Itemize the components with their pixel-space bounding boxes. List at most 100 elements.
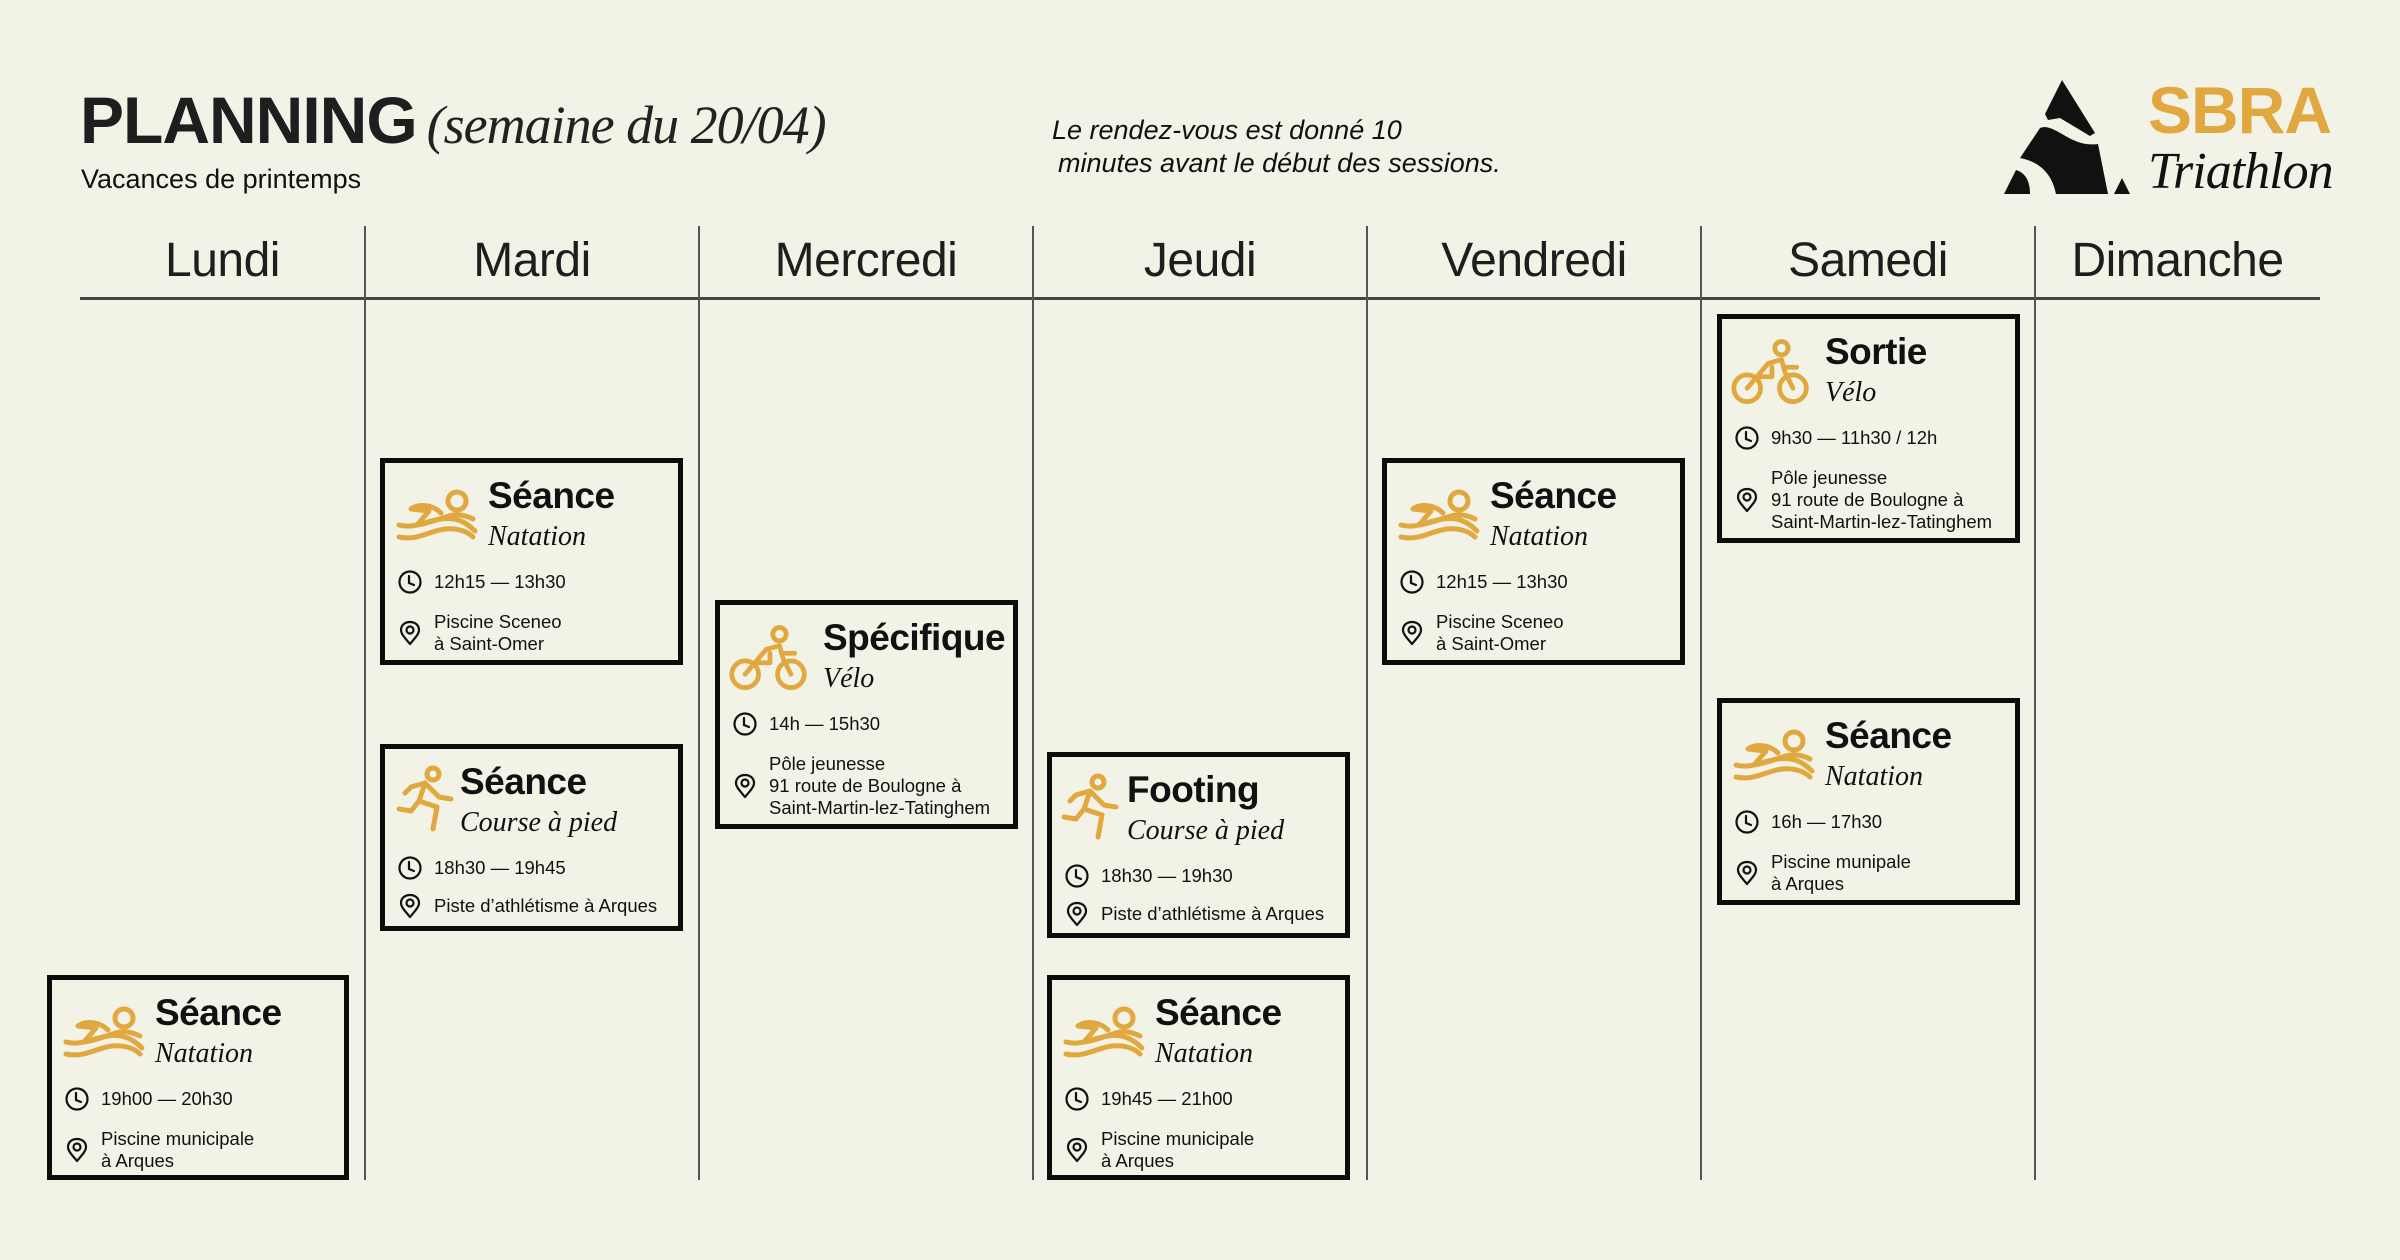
- session-time: 19h45 — 21h00: [1101, 1088, 1233, 1109]
- title-main: PLANNING: [80, 83, 418, 157]
- clock-icon: [1399, 569, 1425, 595]
- session-time: 18h30 — 19h30: [1101, 865, 1233, 886]
- location-pin-icon: [1399, 620, 1425, 646]
- location-pin-icon: [397, 620, 423, 646]
- day-header-samedi: Samedi: [1788, 233, 1948, 287]
- session-location-row: Piste d’athlétisme à Arques: [1064, 901, 1324, 927]
- session-card-mercredi-velo[interactable]: Spécifique Vélo 14h — 15h30 Pôle jeuness…: [715, 600, 1018, 829]
- clock-icon: [1734, 425, 1760, 451]
- session-location-row: Piscine Sceneo à Saint-Omer: [397, 611, 562, 655]
- session-time-row: 18h30 — 19h30: [1064, 863, 1233, 889]
- session-location-row: Piscine municipale à Arques: [1064, 1128, 1254, 1172]
- session-location-row: Piscine municipale à Arques: [64, 1128, 254, 1172]
- session-sport: Vélo: [823, 663, 875, 694]
- swim-icon: [62, 1000, 148, 1070]
- session-sport: Natation: [1155, 1038, 1254, 1069]
- clock-icon: [397, 855, 423, 881]
- day-header-row: Lundi Mardi Mercredi Jeudi Vendredi Same…: [80, 222, 2320, 298]
- title-week: (semaine du 20/04): [426, 95, 827, 155]
- sbra-logo: SBRA Triathlon: [2000, 73, 2334, 200]
- clock-icon: [732, 711, 758, 737]
- session-time: 19h00 — 20h30: [101, 1088, 233, 1109]
- session-title: Séance: [460, 761, 587, 802]
- session-location: Piscine municipale à Arques: [101, 1128, 255, 1171]
- session-location: Pôle jeunesse 91 route de Boulogne à Sai…: [1771, 467, 1993, 532]
- session-location: Piscine municipale à Arques: [1101, 1128, 1255, 1171]
- session-location: Piscine Sceneo à Saint-Omer: [434, 611, 562, 654]
- session-card-vendredi-natation[interactable]: Séance Natation 12h15 — 13h30 Piscine Sc…: [1382, 458, 1685, 665]
- clock-icon: [1734, 809, 1760, 835]
- session-time-row: 12h15 — 13h30: [397, 569, 566, 595]
- session-location: Piste d’athlétisme à Arques: [434, 895, 658, 916]
- session-location: Piscine munipale à Arques: [1771, 851, 1911, 894]
- session-title: Footing: [1127, 769, 1260, 810]
- day-header-dimanche: Dimanche: [2071, 233, 2284, 287]
- session-time-row: 19h00 — 20h30: [64, 1086, 233, 1112]
- bike-icon: [728, 623, 810, 693]
- session-sport: Vélo: [1825, 377, 1877, 408]
- session-time: 12h15 — 13h30: [1436, 571, 1568, 592]
- run-icon: [393, 765, 463, 835]
- session-title: Séance: [1825, 715, 1952, 756]
- session-title: Séance: [155, 992, 282, 1033]
- session-time-row: 14h — 15h30: [732, 711, 880, 737]
- location-pin-icon: [1064, 1137, 1090, 1163]
- session-location: Piste d’athlétisme à Arques: [1101, 903, 1325, 924]
- page-title: PLANNING(semaine du 20/04): [80, 82, 827, 158]
- session-card-lundi-natation[interactable]: Séance Natation 19h00 — 20h30 Piscine mu…: [47, 975, 349, 1180]
- location-pin-icon: [1734, 860, 1760, 886]
- bike-icon: [1730, 337, 1812, 407]
- session-location-row: Piscine Sceneo à Saint-Omer: [1399, 611, 1564, 655]
- session-sport: Course à pied: [1127, 815, 1285, 846]
- session-time-row: 16h — 17h30: [1734, 809, 1882, 835]
- clock-icon: [1064, 863, 1090, 889]
- meeting-notice: Le rendez-vous est donné 10 minutes avan…: [1052, 114, 1501, 180]
- session-title: Spécifique: [823, 617, 1006, 658]
- page-subtitle: Vacances de printemps: [81, 164, 362, 194]
- clock-icon: [1064, 1086, 1090, 1112]
- session-card-jeudi-natation[interactable]: Séance Natation 19h45 — 21h00 Piscine mu…: [1047, 975, 1350, 1180]
- column-divider: [1032, 226, 1034, 1180]
- session-time-row: 9h30 — 11h30 / 12h: [1734, 425, 1937, 451]
- column-divider: [1700, 226, 1702, 1180]
- session-time: 18h30 — 19h45: [434, 857, 566, 878]
- session-time-row: 12h15 — 13h30: [1399, 569, 1568, 595]
- session-card-samedi-sortie[interactable]: Sortie Vélo 9h30 — 11h30 / 12h Pôle jeun…: [1717, 314, 2020, 543]
- session-time: 16h — 17h30: [1771, 811, 1883, 832]
- session-title: Séance: [1490, 475, 1617, 516]
- session-location-row: Piste d’athlétisme à Arques: [397, 893, 657, 919]
- session-title: Sortie: [1825, 331, 1927, 372]
- session-title: Séance: [1155, 992, 1282, 1033]
- location-pin-icon: [1064, 901, 1090, 927]
- session-location-row: Pôle jeunesse 91 route de Boulogne à Sai…: [1734, 467, 1992, 533]
- day-header-mercredi: Mercredi: [774, 233, 958, 287]
- clock-icon: [64, 1086, 90, 1112]
- session-time: 12h15 — 13h30: [434, 571, 566, 592]
- session-time: 14h — 15h30: [769, 713, 881, 734]
- session-card-jeudi-footing[interactable]: Footing Course à pied 18h30 — 19h30 Pist…: [1047, 752, 1350, 938]
- day-header-vendredi: Vendredi: [1441, 233, 1627, 287]
- column-divider: [2034, 226, 2036, 1180]
- session-sport: Natation: [1825, 761, 1924, 792]
- logo-subtitle: Triathlon: [2148, 143, 2334, 200]
- header-divider: [80, 297, 2320, 300]
- session-location: Pôle jeunesse 91 route de Boulogne à Sai…: [769, 753, 991, 818]
- day-header-jeudi: Jeudi: [1143, 233, 1257, 287]
- column-divider: [698, 226, 700, 1180]
- day-header-mardi: Mardi: [473, 233, 591, 287]
- session-location-row: Piscine munipale à Arques: [1734, 851, 1911, 895]
- column-divider: [1366, 226, 1368, 1180]
- notice-line-2: minutes avant le début des sessions.: [1058, 148, 1501, 178]
- swim-icon: [395, 483, 481, 553]
- swim-icon: [1397, 483, 1483, 553]
- session-card-mardi-natation[interactable]: Séance Natation 12h15 — 13h30 Piscine Sc…: [380, 458, 683, 665]
- session-sport: Course à pied: [460, 807, 618, 838]
- day-header-lundi: Lundi: [165, 233, 280, 287]
- session-time-row: 18h30 — 19h45: [397, 855, 566, 881]
- swim-icon: [1732, 723, 1818, 793]
- session-card-samedi-natation[interactable]: Séance Natation 16h — 17h30 Piscine muni…: [1717, 698, 2020, 905]
- run-icon: [1058, 773, 1128, 843]
- session-location-row: Pôle jeunesse 91 route de Boulogne à Sai…: [732, 753, 990, 819]
- session-card-mardi-course[interactable]: Séance Course à pied 18h30 — 19h45 Piste…: [380, 744, 683, 931]
- session-location: Piscine Sceneo à Saint-Omer: [1436, 611, 1564, 654]
